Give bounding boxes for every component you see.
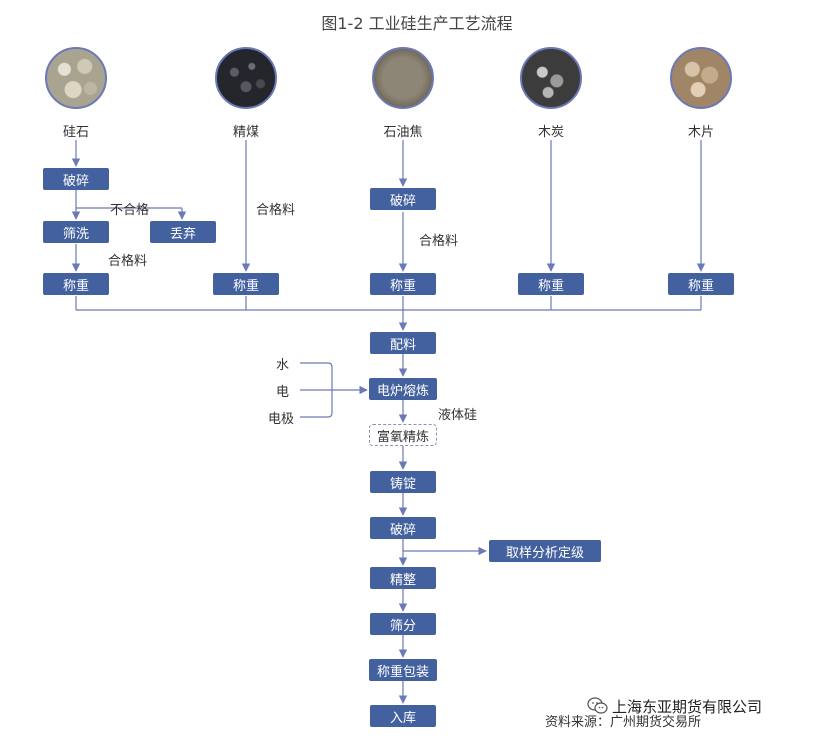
material-label-wood-chips: 木片 bbox=[687, 125, 714, 140]
diagram-title: 图1-2 工业硅生产工艺流程 bbox=[321, 14, 513, 33]
step-weigh-wood: 称重 bbox=[668, 273, 734, 295]
note-qualified-coke: 合格料 bbox=[419, 234, 459, 249]
wood-chips-photo bbox=[670, 47, 732, 109]
watermark-account: 上海东亚期货有限公司 bbox=[612, 698, 763, 716]
material-label-coal: 精煤 bbox=[232, 125, 259, 140]
step-screen-wash: 筛洗 bbox=[43, 221, 109, 243]
charcoal-photo bbox=[520, 47, 582, 109]
note-qualified-silica: 合格料 bbox=[108, 254, 148, 269]
step-crush-final: 破碎 bbox=[370, 517, 436, 539]
material-label-silica: 硅石 bbox=[62, 125, 89, 140]
note-unqualified: 不合格 bbox=[110, 203, 150, 218]
step-sampling-grading: 取样分析定级 bbox=[489, 540, 601, 562]
step-weigh-coal: 称重 bbox=[213, 273, 279, 295]
petroleum-coke-photo bbox=[372, 47, 434, 109]
step-weigh-charcoal: 称重 bbox=[518, 273, 584, 295]
step-batching: 配料 bbox=[370, 332, 436, 354]
input-electrode: 电极 bbox=[268, 412, 295, 427]
step-crush-coke: 破碎 bbox=[370, 188, 436, 210]
step-sieving: 筛分 bbox=[370, 613, 436, 635]
step-weigh-packing: 称重包装 bbox=[369, 659, 437, 681]
input-water: 水 bbox=[276, 358, 290, 373]
input-electricity: 电 bbox=[276, 385, 290, 400]
step-weigh-silica: 称重 bbox=[43, 273, 109, 295]
note-qualified-coal: 合格料 bbox=[256, 203, 296, 218]
step-weigh-coke: 称重 bbox=[370, 273, 436, 295]
step-finishing: 精整 bbox=[370, 567, 436, 589]
step-discard: 丢弃 bbox=[150, 221, 216, 243]
step-oxygen-refining: 富氧精炼 bbox=[369, 424, 437, 446]
material-label-charcoal: 木炭 bbox=[537, 125, 564, 140]
refined-coal-photo bbox=[215, 47, 277, 109]
note-liquid-silicon: 液体硅 bbox=[438, 408, 478, 423]
step-casting: 铸锭 bbox=[370, 471, 436, 493]
material-label-petroleum-coke: 石油焦 bbox=[383, 125, 423, 140]
silica-stone-photo bbox=[45, 47, 107, 109]
source-caption: 资料来源：广州期货交易所 bbox=[545, 715, 702, 730]
step-electric-furnace-smelting: 电炉熔炼 bbox=[369, 378, 437, 400]
step-storage: 入库 bbox=[370, 705, 436, 727]
step-crush-silica: 破碎 bbox=[43, 168, 109, 190]
wechat-logo-icon bbox=[587, 697, 609, 715]
